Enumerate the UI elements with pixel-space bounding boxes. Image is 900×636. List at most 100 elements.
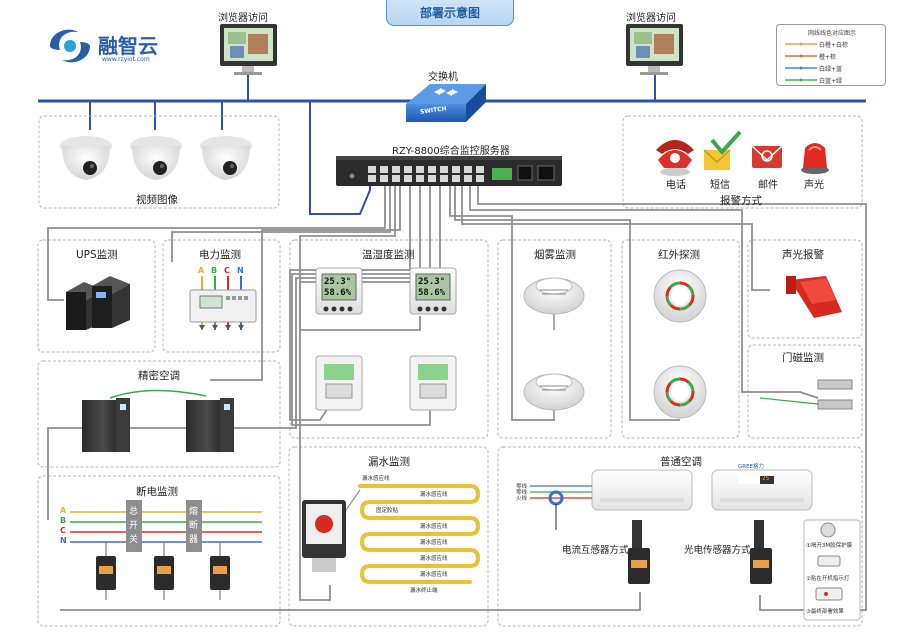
outage-phase-n: N [60,536,67,545]
camera-2 [130,136,182,180]
network-switch [406,84,486,122]
zone-sound-light: 声光报警 [782,249,824,261]
fuse-char-3: 器 [189,535,199,545]
zone-ups: UPS监测 [76,249,118,261]
precision-ac-2 [186,398,234,452]
temp-sensor-back-1 [315,355,363,411]
mail-icon [751,145,783,168]
precision-ac-1 [82,398,130,452]
siren-icon [801,143,829,174]
browser-monitor-left [220,24,277,75]
ac-line-label: 零线 [516,484,528,490]
temp-sensor-1 [315,267,363,315]
zone-temp: 温湿度监测 [362,249,415,261]
photo-sensor-steps [803,519,861,621]
ac-detector-2 [750,520,772,584]
step-1: ①揭开3M胶保护膜 [806,543,853,549]
smoke-detector-1 [523,277,585,330]
monitoring-server [336,156,562,186]
zone-precision-ac: 精密空调 [138,370,180,382]
zone-general-ac: 普通空调 [660,456,702,468]
outage-phase-b: B [60,516,67,525]
browser-right-label: 浏览器访问 [626,13,676,24]
zone-infrared: 红外探测 [658,249,700,261]
main-switch-box [126,500,142,552]
alarm-item-mail: 邮件 [758,180,778,191]
temp-sensor-2 [409,267,457,315]
leak-label: 固定胶贴 [376,508,399,514]
legend-item: 白橙+白棕 [819,42,849,49]
current-sensor-label: 电流互感器方式 [562,545,629,556]
outage-phase-lines [70,511,262,543]
leak-label: 漏水感应线 [420,492,448,498]
power-phase-c: C [224,266,230,275]
leak-label: 漏水终止端 [410,588,438,594]
power-meter [189,276,257,330]
leak-label: 漏水感应线 [420,540,448,546]
lcd-temp-1: 25.3° [324,277,352,287]
switch-label: 交换机 [428,72,458,83]
leak-controller [302,500,346,572]
ups-device [66,276,130,330]
power-phase-a: A [198,266,205,275]
camera-1 [60,136,112,180]
browser-monitor-right [626,24,683,75]
fuse-char-2: 断 [189,521,199,531]
zone-smoke: 烟雾监测 [534,249,576,261]
alarm-item-sms: 短信 [710,180,730,191]
zone-leak: 漏水监测 [368,456,410,468]
server-label: RZY-8800综合监控服务器 [392,146,510,157]
zone-door: 门磁监测 [782,352,824,364]
leak-label: 漏水感应线 [420,572,448,578]
outage-detectors [96,542,230,600]
legend-item: 白绿+蓝 [819,66,843,73]
ac-brand: GREE格力 [738,464,765,470]
main-switch-char-1: 总 [129,507,139,517]
zone-alarm: 报警方式 [720,195,762,207]
lcd-humidity-2: 58.6% [418,288,446,298]
leak-label: 漏水感应线 [420,556,448,562]
phone-icon [656,140,694,176]
browser-left-label: 浏览器访问 [218,13,268,24]
legend-item: 橙+棕 [819,54,837,61]
leak-sensing-cable [358,484,481,584]
legend-lines [785,42,817,82]
ac-detector-1 [628,520,650,584]
outage-phase-c: C [60,526,66,535]
main-switch-char-2: 开 [129,521,139,531]
leak-label: 漏水感应线 [420,524,448,530]
legend-item: 白蓝+绿 [819,78,843,85]
logo-mark [50,29,90,63]
alarm-item-phone: 电话 [666,180,686,191]
lcd-humidity-1: 58.6% [324,288,352,298]
ac-line-label: 零线 [516,490,528,496]
infrared-detector-1 [653,269,707,323]
door-magnetic-sensor [759,379,853,410]
logo-url: www.rzyiot.com [102,56,150,63]
temp-sensor-back-2 [409,355,457,411]
fuse-box [186,500,202,552]
camera-3 [200,136,252,180]
photo-sensor-label: 光电传感器方式 [684,545,751,556]
zone-power: 电力监测 [199,249,241,261]
general-ac-1 [591,469,693,511]
smoke-detector-2 [523,373,585,420]
sms-icon [703,130,742,170]
power-phase-n: N [237,266,244,275]
sound-light-alarm [786,276,842,318]
current-transformer [548,490,564,530]
general-ac-2 [711,469,813,511]
legend-title: 网线线色对应图示 [807,30,856,37]
zone-outage: 断电监测 [136,486,178,498]
page-title: 部署示意图 [386,0,514,26]
fuse-char-1: 熔 [189,507,199,517]
main-switch-char-3: 关 [129,535,139,545]
logo-name: 融智云 [98,34,158,58]
zone-video: 视频图像 [136,194,178,206]
step-2: ②贴在开机指示灯 [806,576,850,582]
step-3: ③最终部署效果 [806,609,844,615]
lcd-temp-2: 25.3° [418,277,446,287]
cable-color-legend: 网线线色对应图示 白橙+白棕 橙+棕 白绿+蓝 白蓝+绿 [776,24,886,86]
